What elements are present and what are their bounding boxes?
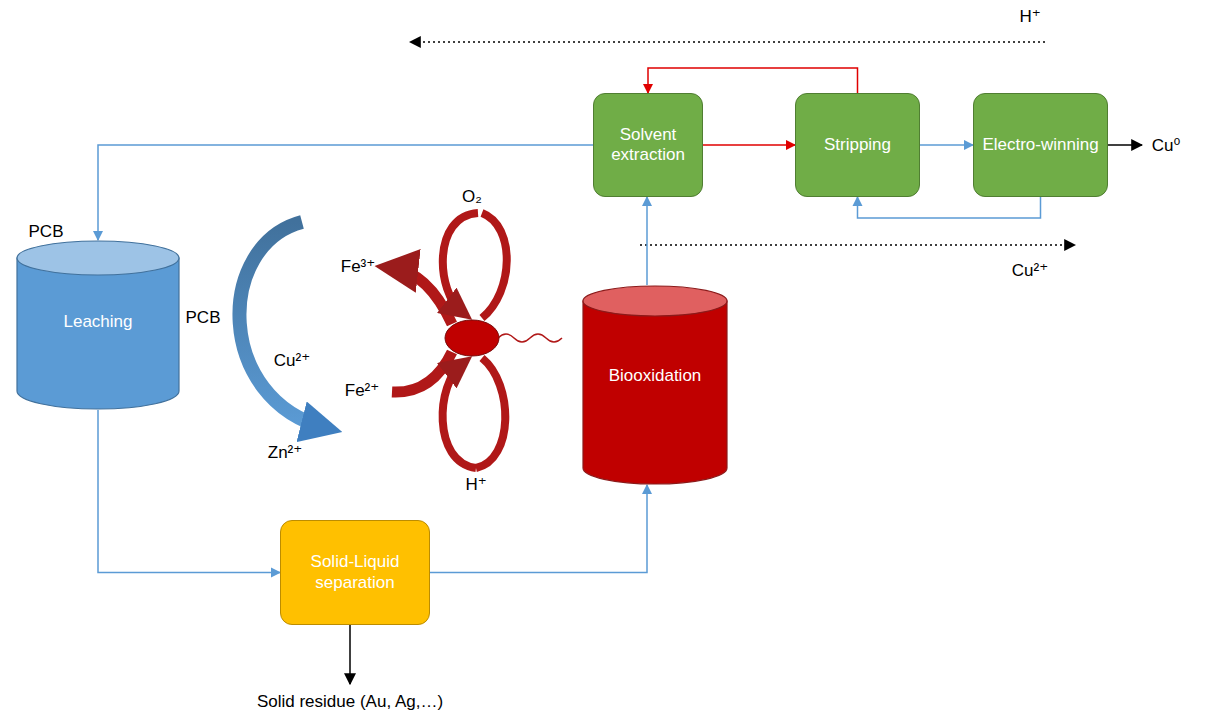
- bacterium-flagellum: [498, 334, 562, 342]
- annotation-label: H⁺: [1019, 6, 1040, 27]
- flow-arrow: [410, 41, 1045, 43]
- process-box: Solvent extraction: [593, 93, 703, 197]
- flow-connector: [703, 144, 795, 146]
- cylinder-body: [583, 301, 727, 484]
- annotation-label: Solid residue (Au, Ag,…): [257, 692, 443, 712]
- annotation-label: PCB: [29, 222, 64, 242]
- flow-connector: [430, 485, 647, 573]
- process-box: Electro-winning: [973, 93, 1108, 197]
- oxygen-loop: [482, 213, 507, 318]
- annotation-label: Cu⁰: [1152, 135, 1181, 156]
- node-label: Stripping: [818, 135, 897, 155]
- bacterium: [445, 320, 499, 356]
- proton-loop: [476, 358, 505, 468]
- process-box: Stripping: [795, 93, 920, 197]
- node-label: Leaching: [57, 312, 138, 332]
- cylinder-body: [17, 258, 179, 409]
- cylinder-outline: [582, 285, 728, 485]
- annotation-label: Zn²⁺: [268, 442, 302, 463]
- annotation-label: O₂: [462, 187, 482, 207]
- cylinder-lid: [17, 241, 179, 275]
- flow-connector: [648, 68, 858, 93]
- annotation-label: PCB: [186, 308, 221, 328]
- annotation-label: H⁺: [465, 474, 486, 495]
- node-label: Solid-Liquid separation: [281, 552, 429, 593]
- annotation-label: Fe²⁺: [345, 380, 379, 401]
- annotation-label: Cu²⁺: [1012, 260, 1048, 281]
- output-arrow: [349, 625, 351, 684]
- node-label: Solvent extraction: [594, 125, 702, 166]
- biooxidation-tank: Biooxidation: [582, 285, 728, 485]
- separation-box: Solid-Liquid separation: [280, 520, 430, 625]
- iron-arc: [392, 352, 452, 392]
- leach-arc: [239, 222, 326, 428]
- proton-loop: [443, 364, 476, 468]
- node-label: Electro-winning: [976, 135, 1104, 155]
- flow-connector: [646, 197, 648, 285]
- cylinder-lid: [583, 286, 727, 316]
- flow-arrow: [640, 244, 1075, 246]
- flow-connector: [858, 197, 1041, 218]
- oxygen-loop: [443, 213, 478, 312]
- node-label: Biooxidation: [603, 366, 708, 386]
- flow-connector: [98, 410, 280, 573]
- flow-connector: [920, 144, 973, 146]
- annotation-label: Fe³⁺: [341, 256, 375, 277]
- flow-connector: [98, 145, 593, 240]
- annotation-label: Cu²⁺: [274, 350, 310, 371]
- leaching-tank: Leaching: [16, 240, 180, 410]
